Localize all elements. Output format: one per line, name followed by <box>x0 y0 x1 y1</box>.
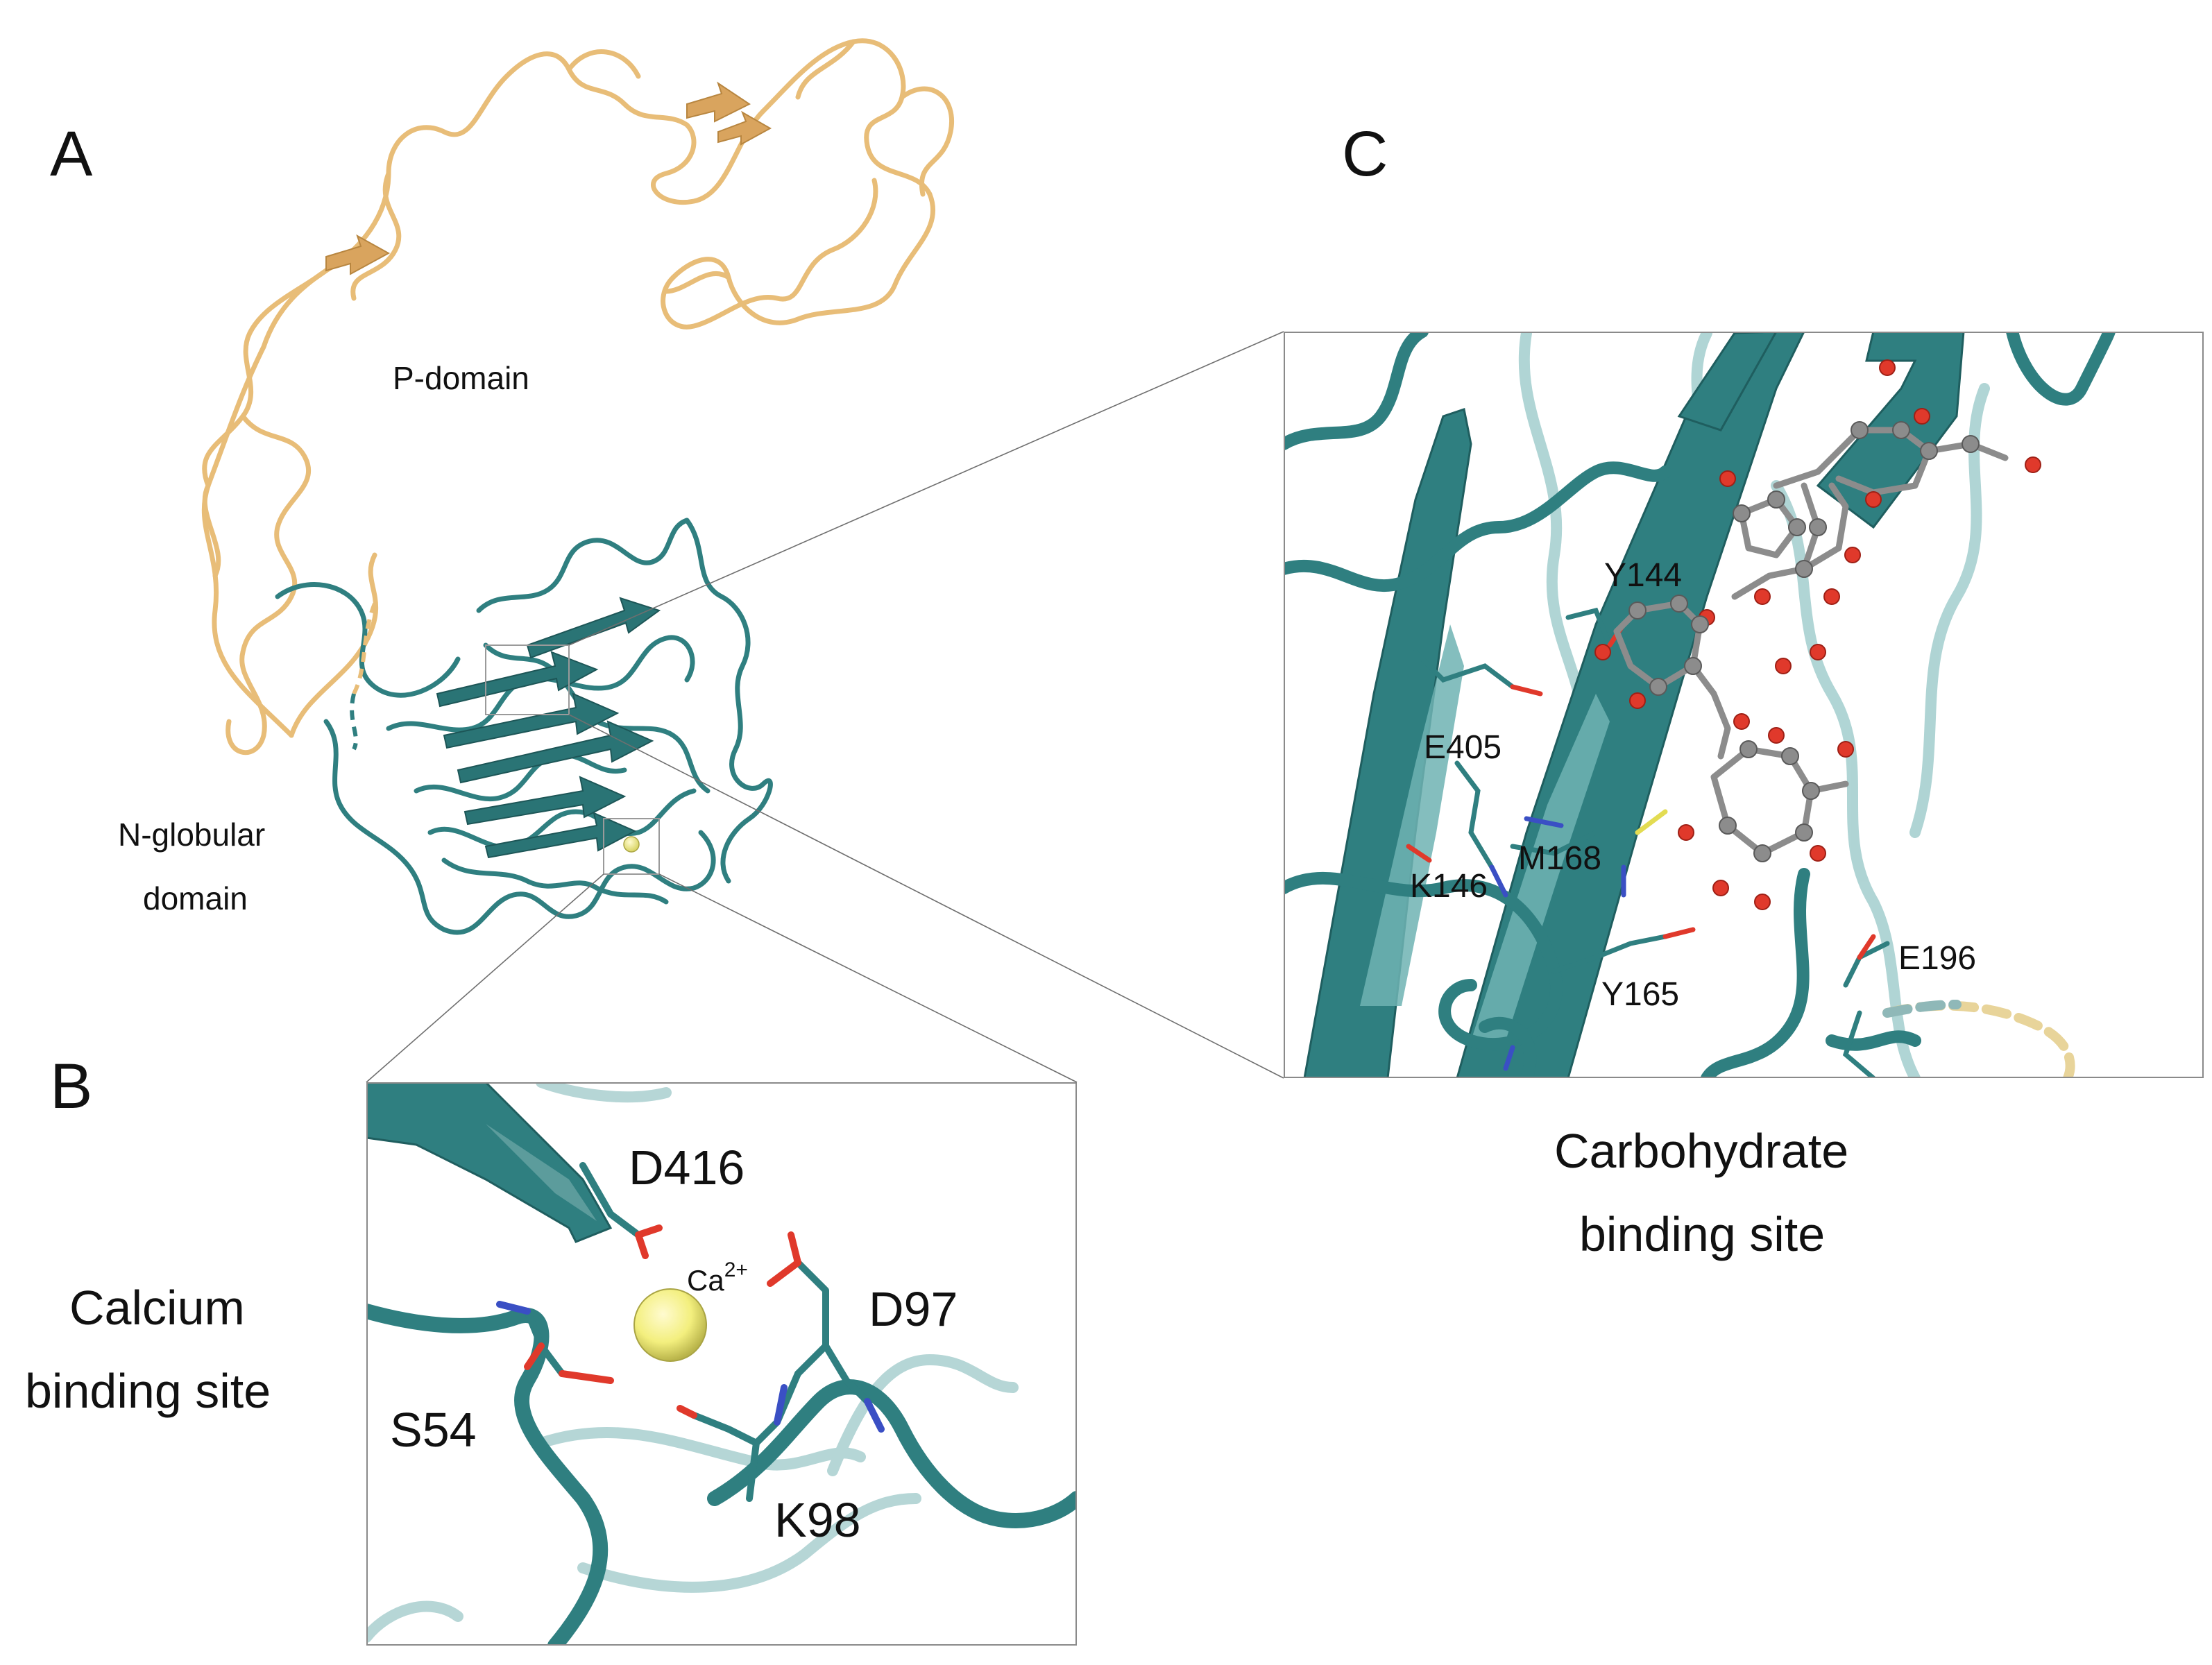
p-domain-strands <box>325 81 772 275</box>
residue-label-k98: K98 <box>774 1493 861 1547</box>
residue-label-m168: M168 <box>1518 840 1602 877</box>
carbohydrate-ligand <box>1594 359 2041 910</box>
residue-label-s54: S54 <box>390 1403 477 1457</box>
residue-label-d97: D97 <box>869 1282 958 1336</box>
zoom-box-c <box>485 644 570 715</box>
zoom-lines <box>366 331 1284 1083</box>
residue-label-y144: Y144 <box>1604 557 1683 594</box>
panel-b-caption-line2: binding site <box>25 1364 271 1418</box>
panel-label-c: C <box>1342 119 1388 189</box>
panel-c-artwork <box>1284 332 2204 1078</box>
zoom-box-b <box>603 818 660 875</box>
p-domain-ribbon <box>201 38 954 755</box>
n-domain-ribbon <box>275 518 773 935</box>
calcium-charge: 2+ <box>724 1258 748 1281</box>
calcium-symbol: Ca <box>687 1264 724 1297</box>
calcium-ion <box>633 1288 707 1362</box>
panel-label-b: B <box>50 1051 93 1122</box>
n-globular-label-line2: domain <box>143 880 248 916</box>
panel-b-caption-line1: Calcium <box>69 1281 245 1335</box>
panel-c-inset-frame <box>1284 332 2204 1078</box>
n-globular-label-line1: N-globular <box>118 817 266 853</box>
calcium-ion-overview <box>623 836 640 853</box>
missing-loop-dashes <box>350 602 377 751</box>
residue-label-y165: Y165 <box>1601 976 1680 1013</box>
residue-label-d416: D416 <box>629 1141 745 1195</box>
residue-label-k146: K146 <box>1410 868 1488 905</box>
panel-c-caption-line1: Carbohydrate <box>1554 1124 1849 1178</box>
panel-c-caption-line2: binding site <box>1579 1207 1826 1261</box>
p-domain-label: P-domain <box>393 360 529 396</box>
calcium-ion-label: Ca2+ <box>687 1260 748 1295</box>
panel-label-a: A <box>50 119 93 189</box>
residue-label-e405: E405 <box>1424 729 1502 766</box>
n-domain-strands <box>436 597 661 859</box>
residue-label-e196: E196 <box>1898 940 1977 977</box>
panel-b-inset-frame <box>366 1082 1077 1646</box>
panel-b-artwork <box>366 1082 1077 1646</box>
